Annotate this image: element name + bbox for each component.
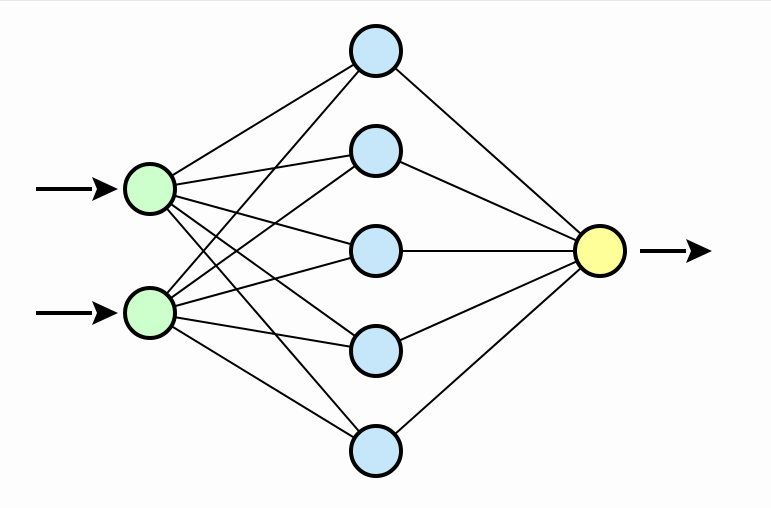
input-arrow-1-head: [92, 177, 118, 201]
hidden-node-5[interactable]: [349, 424, 403, 478]
input-arrow-2-head: [92, 301, 118, 325]
edge-i2-h2: [149, 150, 377, 314]
edge-h2-o1: [375, 150, 601, 252]
edges-group: [149, 50, 601, 452]
edge-i1-h4: [149, 188, 377, 352]
edge-i1-h2: [149, 150, 377, 190]
output-arrow-1: [640, 239, 712, 263]
nodes-group: [123, 24, 627, 478]
edge-h4-o1: [375, 250, 601, 352]
edge-i2-h1: [149, 50, 377, 314]
input-arrow-2: [36, 301, 118, 325]
output-arrow-1-head: [686, 239, 712, 263]
input-arrow-1: [36, 177, 118, 201]
edge-i2-h3: [149, 250, 377, 314]
edge-h5-o1: [375, 250, 601, 452]
output-node-1[interactable]: [573, 224, 627, 278]
edge-i1-h5: [149, 188, 377, 452]
edge-i2-h4: [149, 312, 377, 352]
io-arrows-group: [36, 177, 712, 325]
hidden-node-4[interactable]: [349, 324, 403, 378]
hidden-node-1[interactable]: [349, 24, 403, 78]
hidden-node-2[interactable]: [349, 124, 403, 178]
input-node-2[interactable]: [123, 286, 177, 340]
input-node-1[interactable]: [123, 162, 177, 216]
hidden-node-3[interactable]: [349, 224, 403, 278]
edge-h1-o1: [375, 50, 601, 252]
edge-i2-h5: [149, 312, 377, 452]
edge-i1-h1: [149, 50, 377, 190]
edge-i1-h3: [149, 188, 377, 252]
